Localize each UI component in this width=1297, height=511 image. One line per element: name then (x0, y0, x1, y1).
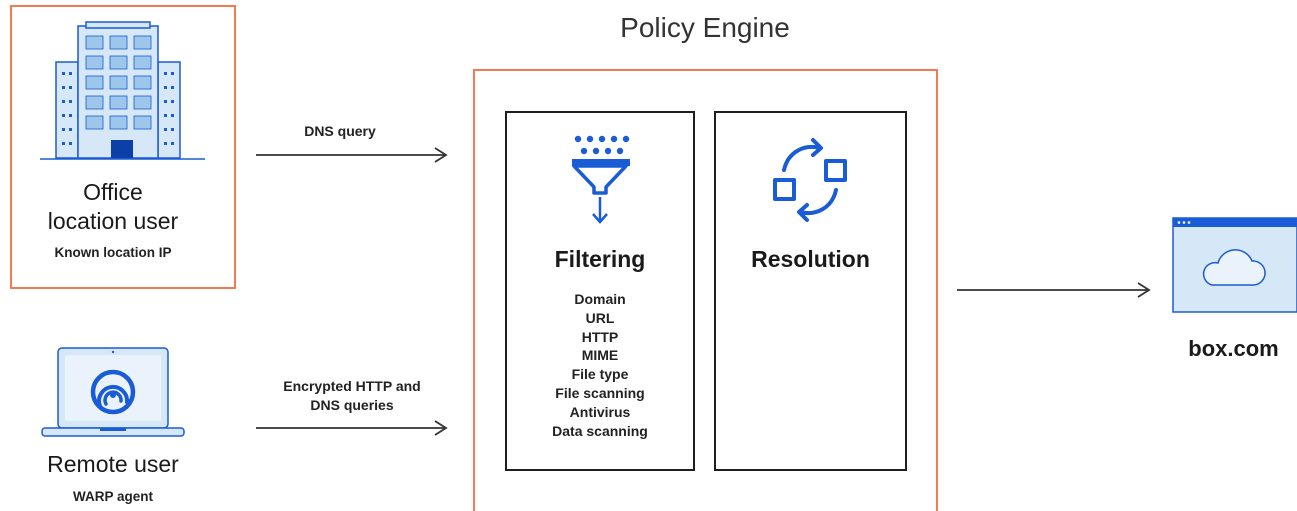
filtering-items-list: Domain URL HTTP MIME File type File scan… (505, 290, 695, 440)
filter-item: HTTP (581, 328, 619, 345)
encrypted-query-label: Encrypted HTTP and DNS queries (258, 377, 446, 415)
policy-engine-box (473, 69, 938, 511)
funnel-filter-icon (572, 135, 630, 224)
office-user-title: Office location user (0, 178, 226, 236)
remote-user-title: Remote user (47, 451, 179, 477)
filter-item: MIME (581, 347, 619, 364)
filter-item: Domain (574, 291, 626, 307)
browser-cloud-icon (1172, 217, 1297, 313)
encrypted-query-arrow (256, 420, 448, 436)
office-building-icon (40, 21, 205, 160)
destination-label: box.com (1188, 336, 1279, 361)
output-arrow (957, 282, 1151, 298)
encrypted-label-line1: Encrypted HTTP and (283, 378, 421, 394)
laptop-warp-icon (41, 347, 185, 437)
policy-engine-title: Policy Engine (620, 12, 790, 43)
office-user-subtitle: Known location IP (54, 245, 172, 260)
filter-item: Antivirus (569, 403, 631, 420)
filtering-panel (505, 111, 695, 471)
resolution-panel (714, 111, 907, 471)
office-user-box (10, 5, 236, 289)
filter-item: URL (585, 309, 615, 326)
filtering-title: Filtering (554, 246, 646, 272)
dns-query-label: DNS query (304, 123, 376, 139)
filter-item: File scanning (555, 384, 645, 401)
resolution-cycle-icon (773, 138, 847, 222)
office-title-line1: Office (83, 179, 143, 205)
filter-item: File type (571, 366, 629, 383)
resolution-title: Resolution (751, 246, 870, 272)
dns-query-arrow (256, 147, 448, 163)
remote-user-subtitle: WARP agent (72, 489, 153, 504)
filter-item: Data scanning (552, 422, 648, 439)
office-title-line2: location user (47, 208, 179, 234)
encrypted-label-line2: DNS queries (310, 397, 394, 413)
